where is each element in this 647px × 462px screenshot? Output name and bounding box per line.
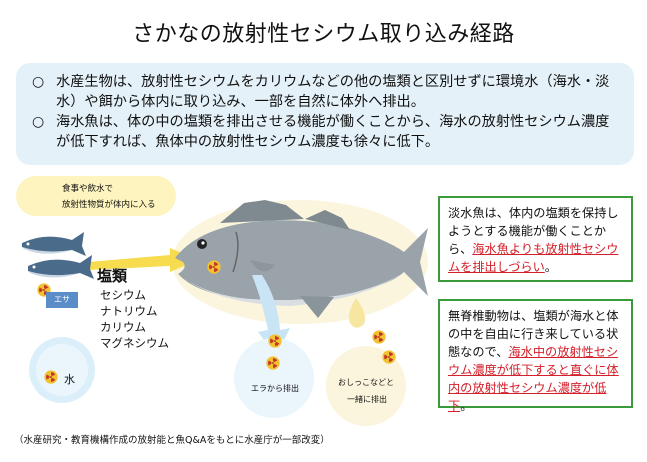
urine-drop — [348, 298, 365, 328]
radiation-icon — [44, 370, 58, 384]
summary-panel: ○ 水産生物は、放射性セシウムをカリウムなどの他の塩類と区別せずに環境水（海水・… — [16, 63, 634, 165]
radiation-icon — [268, 334, 282, 348]
bullet-marker: ○ — [32, 114, 45, 130]
urine-label-line2: 一緒に排出 — [347, 395, 387, 404]
summary-item: ○ 水産生物は、放射性セシウムをカリウムなどの他の塩類と区別せずに環境水（海水・… — [30, 72, 620, 112]
salts-title: 塩類 — [97, 267, 128, 285]
intake-pill: 食事や飲水で 放射性物質が体内に入る — [16, 176, 176, 216]
intake-pill-line1: 食事や飲水で — [62, 184, 114, 194]
freshwater-highlight: 海水魚よりも放射性セシウムを排出しづらい — [448, 242, 619, 274]
salt-item: マグネシウム — [100, 336, 169, 350]
bullet-marker: ○ — [32, 74, 45, 90]
invertebrate-suffix: 。 — [460, 399, 473, 413]
feed-label: エサ — [46, 292, 78, 308]
sardine-fish-icon — [22, 232, 94, 279]
sea-bass-fish-icon — [175, 200, 428, 318]
intake-arrow — [88, 248, 198, 272]
water-label: 水 — [64, 373, 75, 386]
salt-item: ナトリウム — [100, 304, 158, 318]
invertebrate-box: 無脊椎動物は、塩類が海水と体の中を自由に行き来している状態なので、海水中の放射性… — [438, 299, 633, 413]
radiation-icon — [207, 260, 221, 274]
invertebrate-text: 無脊椎動物は、塩類が海水と体の中を自由に行き来している状態なので、 — [448, 309, 619, 359]
salts-list: セシウム ナトリウム カリウム マグネシウム — [100, 287, 169, 351]
radiation-icon — [266, 356, 280, 370]
radiation-icon — [382, 350, 396, 364]
source-note: （水産研究・教育機構作成の放射能と魚Q&Aをもとに水産庁が一部改変） — [14, 435, 330, 446]
summary-text: 水産生物は、放射性セシウムをカリウムなどの他の塩類と区別せずに環境水（海水・淡水… — [56, 74, 610, 110]
gill-arrow — [252, 275, 290, 356]
intake-pill-line2: 放射性物質が体内に入る — [62, 200, 156, 210]
freshwater-suffix: 。 — [544, 260, 557, 274]
salt-item: セシウム — [100, 288, 146, 302]
invertebrate-highlight: 海水中の放射性セシウム濃度が低下すると直ぐに体内の放射性セシウム濃度が低下 — [448, 345, 619, 413]
urine-label-line1: おしっこなどと — [338, 378, 394, 387]
gill-label: エラから排出 — [251, 384, 299, 393]
freshwater-fish-box: 淡水魚は、体内の塩類を保持しようとする機能が働くことから、海水魚よりも放射性セシ… — [438, 196, 633, 282]
salt-item: カリウム — [100, 320, 146, 334]
summary-item: ○ 海水魚は、体の中の塩類を排出させる機能が働くことから、海水の放射性セシウム濃… — [30, 112, 620, 152]
urine-circle — [326, 346, 406, 426]
radiation-icon — [372, 330, 386, 344]
page-title: さかなの放射性セシウム取り込み経路 — [132, 22, 515, 47]
freshwater-text: 淡水魚は、体内の塩類を保持しようとする機能が働くことから、 — [448, 206, 619, 256]
summary-text: 海水魚は、体の中の塩類を排出させる機能が働くことから、海水の放射性セシウム濃度が… — [56, 114, 610, 150]
gill-circle — [234, 338, 314, 418]
